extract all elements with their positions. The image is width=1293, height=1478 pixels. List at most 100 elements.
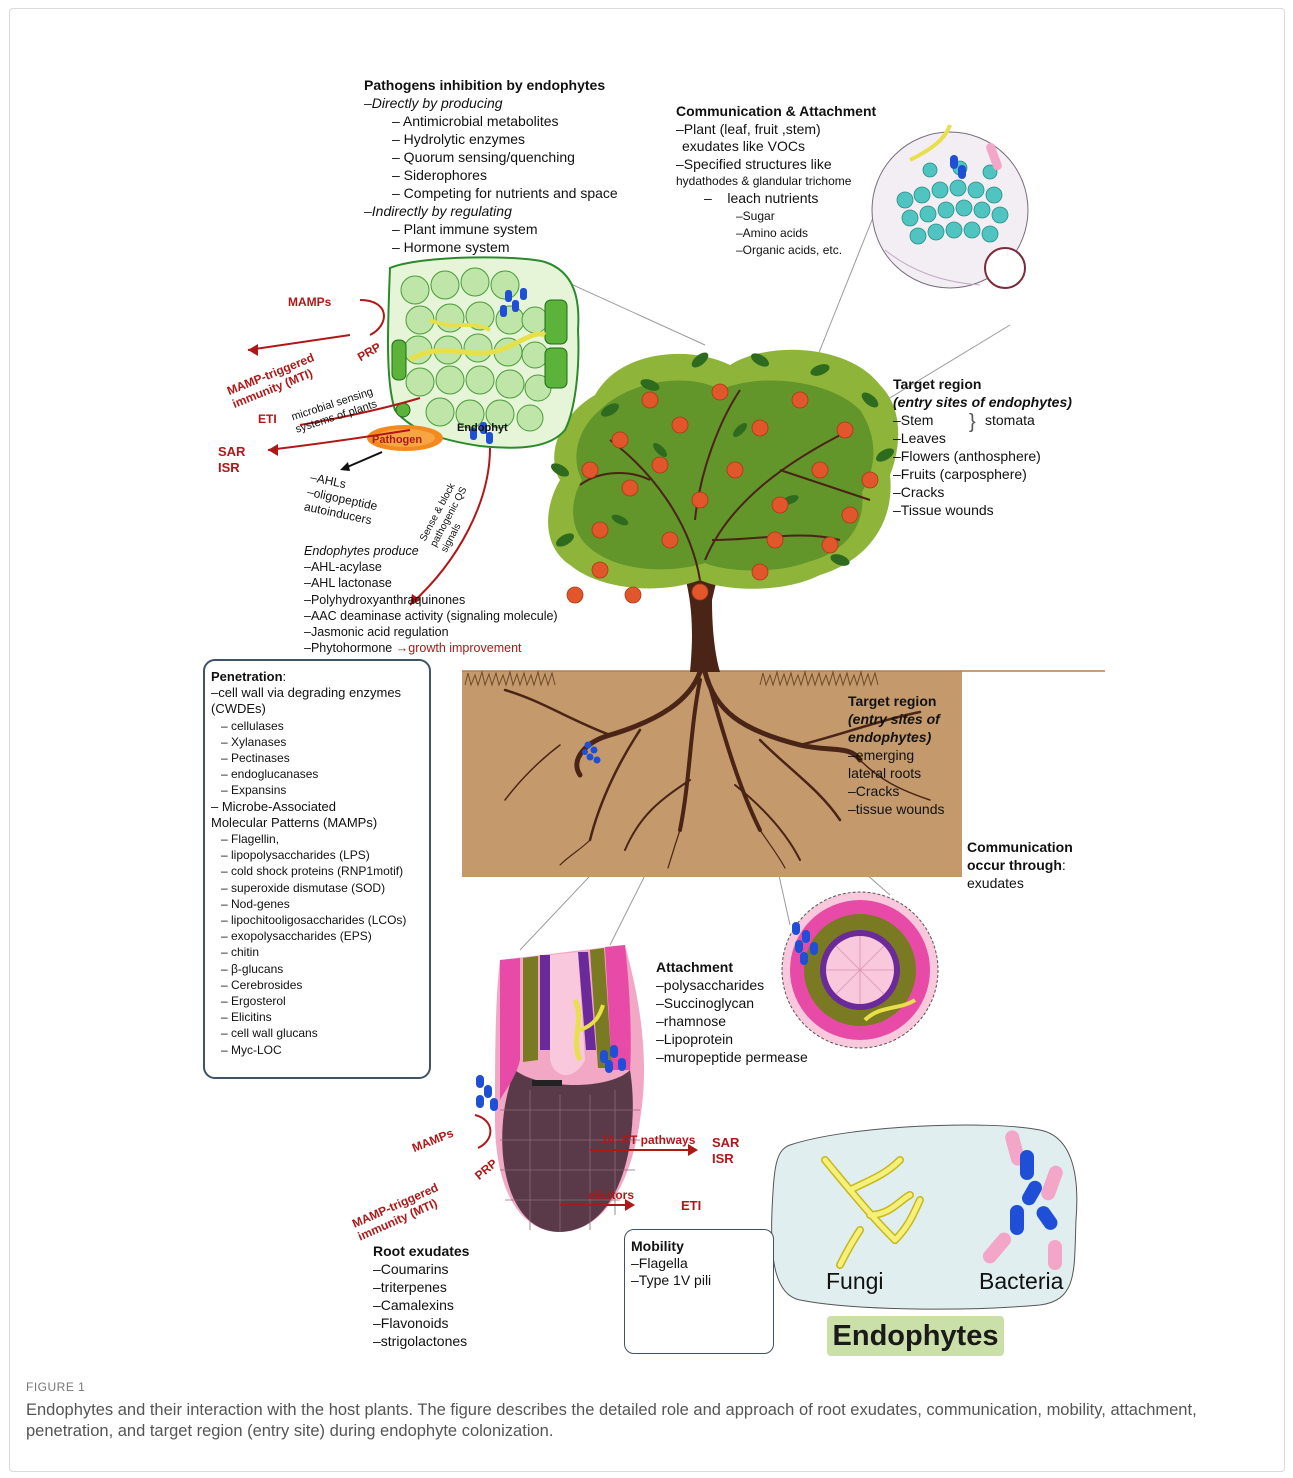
- target-root-item: –emerging: [848, 746, 945, 764]
- attachment-item: –Lipoprotein: [656, 1030, 808, 1048]
- root-exudate-item: –Flavonoids: [373, 1314, 469, 1332]
- root-exudate-item: –Camalexins: [373, 1296, 469, 1314]
- target-root-heading: Target region: [848, 692, 945, 710]
- endo-produce-item: –AHL lactonase: [304, 575, 558, 591]
- target-top-item: –Tissue wounds: [893, 501, 1072, 519]
- attachment-item: –polysaccharides: [656, 976, 808, 994]
- mobility-item: –Flagella: [631, 1255, 767, 1272]
- mamp-item: – Nod-genes: [211, 896, 423, 912]
- endo-produce-item: –AHL-acylase: [304, 559, 558, 575]
- mamp-item: – exopolysaccharides (EPS): [211, 928, 423, 944]
- stomata-label: stomata: [985, 411, 1035, 429]
- nutrient-item: –Amino acids: [676, 225, 876, 242]
- direct-item: – Antimicrobial metabolites: [364, 112, 618, 130]
- attachment-item: –Succinoglycan: [656, 994, 808, 1012]
- target-root-sub: endophytes): [848, 728, 945, 746]
- mamps-line: Molecular Patterns (MAMPs): [211, 815, 423, 831]
- leaf-mamps-label: MAMPs: [288, 293, 331, 311]
- mamp-item: – cold shock proteins (RNP1motif): [211, 863, 423, 879]
- comm-root-exudates: exudates: [967, 874, 1073, 892]
- endo-produce-phytohormone: –Phytohormone: [304, 641, 392, 655]
- target-top-heading: Target region: [893, 375, 1072, 393]
- endophytes-tag: Endophytes: [827, 1316, 1004, 1356]
- pathogen-label: Pathogen: [372, 431, 422, 449]
- nutrient-item: –Sugar: [676, 208, 876, 225]
- root-exudate-item: –triterpenes: [373, 1278, 469, 1296]
- mamps-line: – Microbe-Associated: [211, 799, 423, 815]
- mamp-item: – cell wall glucans: [211, 1025, 423, 1041]
- mamp-item: – superoxide dismutase (SOD): [211, 880, 423, 896]
- mobility-heading: Mobility: [631, 1238, 767, 1255]
- root-eti-label: ETI: [681, 1197, 701, 1215]
- enzyme-item: – cellulases: [211, 718, 423, 734]
- root-sar-isr: SAR ISR: [712, 1135, 739, 1167]
- elicitors-label: elicitors: [588, 1186, 634, 1204]
- enzyme-item: – Xylanases: [211, 734, 423, 750]
- indirect-item: – Hormone system: [364, 238, 618, 256]
- enzyme-item: – endoglucanases: [211, 766, 423, 782]
- comm-attach-line: –Specified structures like: [676, 156, 876, 174]
- mamp-item: – Myc-LOC: [211, 1042, 423, 1058]
- communication-root-block: Communication occur through: exudates: [967, 838, 1073, 892]
- root-isr-label: ISR: [712, 1151, 739, 1167]
- direct-item: – Competing for nutrients and space: [364, 184, 618, 202]
- direct-item: – Siderophores: [364, 166, 618, 184]
- enzyme-item: – Pectinases: [211, 750, 423, 766]
- comm-attach-heading: Communication & Attachment: [676, 103, 876, 121]
- comm-attach-line: –Plant (leaf, fruit ,stem): [676, 121, 876, 139]
- indirect-label: –Indirectly by regulating: [364, 202, 618, 220]
- enzyme-item: – Expansins: [211, 782, 423, 798]
- mamp-item: – Ergosterol: [211, 993, 423, 1009]
- leach-nutrients: – leach nutrients: [676, 190, 876, 208]
- direct-label: –Directly by producing: [364, 94, 618, 112]
- pathogens-inhibition-block: Pathogens inhibition by endophytes –Dire…: [364, 76, 618, 256]
- fungi-label: Fungi: [826, 1268, 884, 1295]
- indirect-item: – Plant immune system: [364, 220, 618, 238]
- target-root-item: lateral roots: [848, 764, 945, 782]
- mamp-item: – Flagellin,: [211, 831, 423, 847]
- mamp-item: – Elicitins: [211, 1009, 423, 1025]
- tree-canopy: [548, 350, 898, 603]
- leaf-sar-label: SAR: [218, 444, 245, 460]
- leaf-sar-isr: SAR ISR: [218, 444, 245, 476]
- bacteria-label: Bacteria: [979, 1268, 1063, 1295]
- attachment-block: Attachment –polysaccharides –Succinoglyc…: [656, 958, 808, 1066]
- endophytes-produce-block: Endophytes produce –AHL-acylase –AHL lac…: [304, 543, 558, 656]
- comm-attach-line: exudates like VOCs: [676, 138, 876, 156]
- penetration-line: (CWDEs): [211, 701, 423, 717]
- root-exudates-heading: Root exudates: [373, 1242, 469, 1260]
- mamp-item: – chitin: [211, 944, 423, 960]
- target-region-root-block: Target region (entry sites of endophytes…: [848, 692, 945, 818]
- comm-root-colon: :: [1062, 857, 1066, 873]
- figure-caption: FIGURE 1 Endophytes and their interactio…: [26, 1380, 1266, 1442]
- target-root-item: –Cracks: [848, 782, 945, 800]
- direct-item: – Quorum sensing/quenching: [364, 148, 618, 166]
- mamp-item: – lipochitooligosaccharides (LCOs): [211, 912, 423, 928]
- leaf-surface-zoom: [872, 125, 1028, 288]
- endo-produce-item: –Polyhydroxyanthraquinones: [304, 592, 558, 608]
- root-exudates-block: Root exudates –Coumarins –triterpenes –C…: [373, 1242, 469, 1350]
- endo-produce-item: –AAC deaminase activity (signaling molec…: [304, 608, 558, 624]
- growth-improvement: →growth improvement: [396, 641, 522, 655]
- target-root-item: –tissue wounds: [848, 800, 945, 818]
- figure-number: FIGURE 1: [26, 1380, 1266, 1394]
- root-sar-label: SAR: [712, 1135, 739, 1151]
- endophyt-label: Endophyt: [457, 419, 508, 437]
- leaf-isr-label: ISR: [218, 460, 245, 476]
- root-exudate-item: –Coumarins: [373, 1260, 469, 1278]
- pathogens-heading: Pathogens inhibition by endophytes: [364, 76, 618, 94]
- caption-text: Endophytes and their interaction with th…: [26, 1400, 1266, 1442]
- target-top-item: –Stem: [893, 411, 1072, 429]
- nutrient-item: –Organic acids, etc.: [676, 242, 876, 259]
- attachment-item: –rhamnose: [656, 1012, 808, 1030]
- comm-attach-line: hydathodes & glandular trichome: [676, 173, 876, 190]
- comm-root-line: Communication: [967, 838, 1073, 856]
- penetration-colon: :: [283, 669, 287, 684]
- target-top-item: –Cracks: [893, 483, 1072, 501]
- target-top-item: –Fruits (carposphere): [893, 465, 1072, 483]
- target-top-item: –Flowers (anthosphere): [893, 447, 1072, 465]
- target-region-top-block: Target region (entry sites of endophytes…: [893, 375, 1072, 519]
- endo-produce-item: –Jasmonic acid regulation: [304, 624, 558, 640]
- penetration-line: –cell wall via degrading enzymes: [211, 685, 423, 701]
- communication-attachment-block: Communication & Attachment –Plant (leaf,…: [676, 103, 876, 259]
